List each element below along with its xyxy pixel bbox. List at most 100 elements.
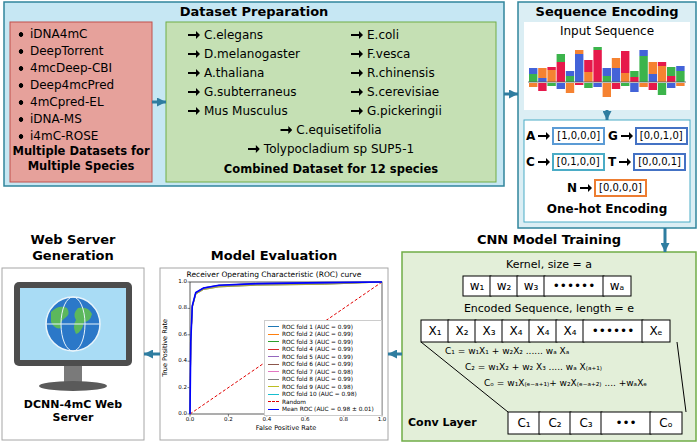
tensor-cell: X₂ (448, 320, 476, 342)
tensor-cell: w₁ (463, 276, 491, 296)
legend-text: ROC fold 8 (AUC = 0.99) (282, 376, 353, 382)
box-heading: Input Sequence (524, 24, 690, 38)
tensor-cell-outline (421, 320, 449, 342)
onehot-row-outline (526, 126, 606, 146)
tool-name: iDNA4mC (16, 26, 146, 43)
base-letter: G (608, 129, 633, 143)
onehot-vector: [0,0,0,0] (594, 179, 647, 197)
tensor-cell-outline (570, 412, 602, 434)
legend-line (268, 341, 279, 342)
legend-entry: Random (268, 398, 378, 406)
axis-title: False Positive Rate (190, 425, 382, 433)
server-panel: Web Server GenerationDCNN-4mC Web Server (2, 268, 144, 440)
tensor-cell-outline (544, 276, 604, 296)
stage-panel-outline (402, 252, 696, 441)
cell-symbol: X₄ (556, 320, 584, 342)
legend-entry: Mean ROC (AUC = 0.98 ± 0.01) (268, 406, 378, 414)
base-letter: N (567, 181, 592, 195)
tool-name: i4mC-ROSE (16, 128, 146, 145)
cell-symbol: C₂ (539, 412, 571, 434)
tensor-cell-outline (539, 412, 571, 434)
monitor-icon (2, 268, 144, 398)
cell-symbol: X₄ (502, 320, 530, 342)
chart-title: Receiver Operating Characteristic (ROC) … (160, 270, 388, 279)
server-name: DCNN-4mC Web Server (2, 398, 144, 424)
species-box-outline (166, 22, 496, 182)
layer-name: Conv Layer (408, 416, 477, 429)
legend-line (268, 326, 279, 327)
tensor-cell-outline (556, 320, 584, 342)
chart-legend: ROC fold 1 (AUC = 0.99)ROC fold 2 (AUC =… (264, 320, 382, 416)
tensor-cell: X₄ (502, 320, 530, 342)
legend-text: ROC fold 6 (AUC = 0.99) (282, 361, 353, 367)
conv-equation: C₁ = w₁X₁ + w₂X₂ ...... wₐ Xₐ (445, 346, 569, 357)
species-name: A.thaliana (188, 66, 264, 80)
tensor-cell: C₃ (570, 412, 602, 434)
stage-panel-outline (518, 2, 696, 228)
stage-panel: Sequence Encoding Input SequenceOne-hot … (518, 2, 696, 228)
base-letter: T (608, 155, 631, 169)
tensor-cell: C₂ (539, 412, 571, 434)
tool-name: DeepTorrent (16, 43, 146, 60)
axis-tick: 0.8 (336, 416, 352, 423)
tensor-cell-outline (642, 320, 670, 342)
stage-panel-outline (4, 2, 504, 186)
cell-symbol: X₃ (475, 320, 503, 342)
axis-tick: 0.6 (170, 331, 187, 338)
tensor-cell: X₃ (475, 320, 503, 342)
flow-arrow (388, 353, 402, 356)
onehot-row-outline (526, 152, 606, 172)
onehot-row-outline (567, 178, 647, 198)
panel-title: CNN Model Training (402, 232, 696, 248)
axis-tick: 0.4 (170, 357, 187, 364)
server-panel-outline (2, 268, 144, 440)
legend-text: ROC fold 9 (AUC = 0.98) (282, 384, 353, 390)
tensor-cell: X₄ (529, 320, 557, 342)
panel-title: Web Server Generation (2, 232, 144, 264)
tensor-cell: •••••• (544, 276, 604, 296)
cell-symbol: ••• (601, 412, 651, 434)
legend-text: ROC fold 10 (AUC = 0.98) (282, 391, 357, 397)
tensor-cell-outline (508, 412, 540, 434)
legend-entry: ROC fold 7 (AUC = 0.98) (268, 368, 378, 376)
flow-arrow (144, 353, 160, 356)
onehot-row: A[1,0,0,0] (526, 126, 606, 146)
tensor-cell: ••• (601, 412, 651, 434)
row-heading: Encoded Sequence, length = e (421, 302, 677, 315)
cell-symbol: •••••• (544, 276, 604, 296)
legend-entry: ROC fold 4 (AUC = 0.99) (268, 346, 378, 354)
encoding-box-outline (524, 120, 690, 222)
input-box: Input Sequence (524, 22, 690, 110)
tensor-cell-outline (583, 320, 643, 342)
species-name: F.vesca (351, 47, 410, 61)
tool-list-box: iDNA4mCDeepTorrent4mcDeep-CBIDeep4mcPred… (10, 22, 152, 182)
legend-line (268, 386, 279, 387)
legend-entry: ROC fold 3 (AUC = 0.99) (268, 338, 378, 346)
stage-panel: Dataset Preparation iDNA4mCDeepTorrent4mc… (4, 2, 504, 186)
legend-line (268, 356, 279, 357)
box-caption: One-hot Encoding (524, 202, 690, 216)
tensor-cell-outline (490, 276, 518, 296)
axis-tick: 0.0 (182, 416, 198, 423)
conv-equation: Cₒ = w₁X₍ₑ₋ₐ₊₁₎+ w₂X₍ₑ₋ₐ₊₂₎ .... +wₐXₑ (484, 378, 647, 389)
legend-text: ROC fold 1 (AUC = 0.99) (282, 324, 353, 330)
axis-tick: 0.0 (170, 410, 187, 417)
legend-line (268, 349, 279, 350)
cell-symbol: w₁ (463, 276, 491, 296)
legend-text: Mean ROC (AUC = 0.98 ± 0.01) (282, 406, 374, 412)
legend-text: ROC fold 7 (AUC = 0.98) (282, 369, 353, 375)
species-name: R.chinensis (351, 66, 435, 80)
cell-symbol: X₂ (448, 320, 476, 342)
legend-entry: ROC fold 8 (AUC = 0.99) (268, 376, 378, 384)
tool-name: 4mCpred-EL (16, 94, 146, 111)
panel-title: Dataset Preparation (4, 4, 504, 20)
legend-text: ROC fold 3 (AUC = 0.99) (282, 339, 353, 345)
onehot-row-outline (608, 152, 688, 172)
tensor-cell: Cₒ (650, 412, 682, 434)
flow-arrow (152, 101, 166, 104)
tool-list-box-outline (10, 22, 152, 182)
species-name: E.coli (351, 28, 399, 42)
tensor-cell-outline (517, 276, 545, 296)
species-name: G.pickeringii (351, 104, 442, 118)
